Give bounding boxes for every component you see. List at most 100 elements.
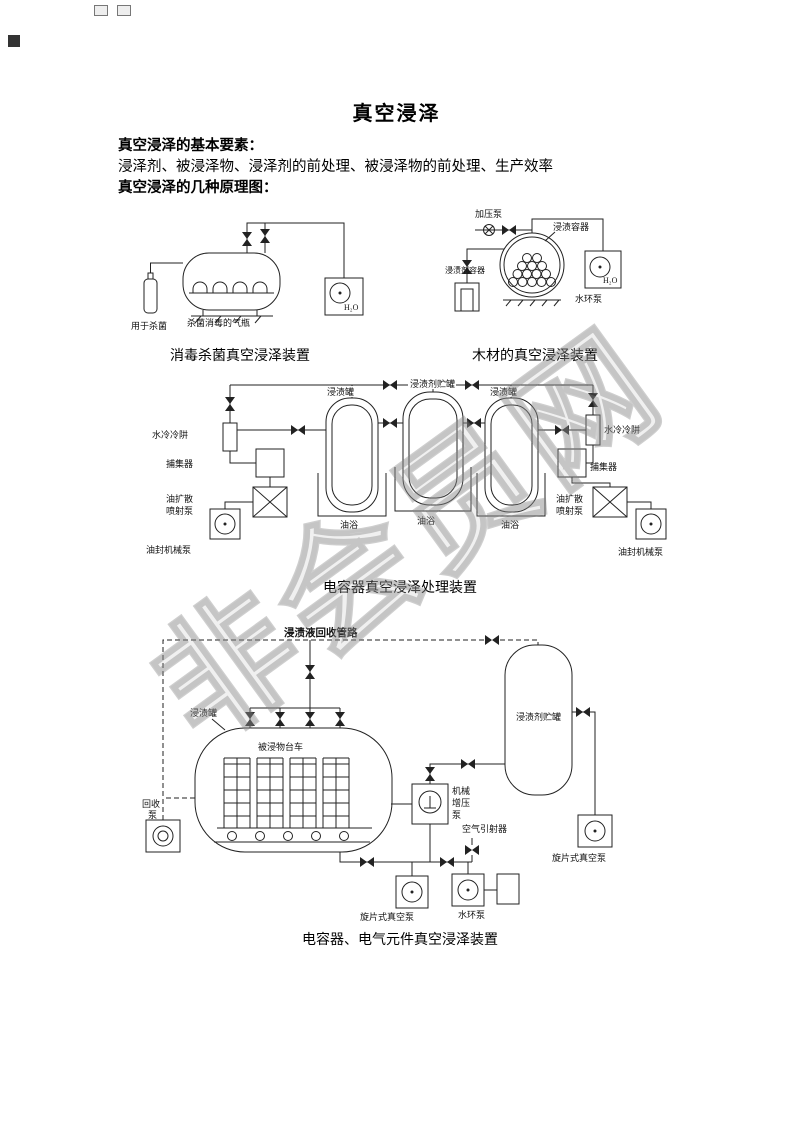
label-impregnation-vessel: 浸渍容器 [553, 221, 589, 232]
valve-icon [462, 260, 472, 274]
label-rotary-pump-right: 旋片式真空泵 [552, 852, 606, 863]
valve-icon [305, 712, 315, 726]
label-water: H₂O [603, 276, 618, 285]
horizontal-vessel [183, 253, 280, 323]
gas-bottle [144, 263, 183, 313]
rotary-pump-icon [396, 876, 428, 908]
trolley-racks [224, 758, 349, 828]
valve-icon [225, 397, 235, 411]
valve-icon [242, 232, 252, 246]
label-collector-right: 捕集器 [590, 461, 617, 472]
label-trolley: 被浸物台车 [258, 741, 303, 752]
valve-icon [440, 857, 454, 867]
label-diffusion-left-1: 油扩散 [166, 493, 193, 504]
text-basic-elements: 浸泽剂、被浸泽物、浸泽剂的前处理、被浸泽物的前处理、生产效率 [118, 159, 553, 175]
label-mech-pump-left: 油封机械泵 [146, 544, 191, 555]
label-recovery-pump-1: 回收 [142, 798, 160, 809]
agent-storage-tank [505, 645, 572, 795]
booster-pump-unit [391, 759, 505, 862]
valve-icon [461, 759, 475, 769]
page-title: 真空浸泽 [352, 103, 441, 125]
label-recovery-line: 浸渍液回收管路 [284, 626, 358, 639]
label-rotary-pump-bottom: 旋片式真空泵 [360, 911, 414, 922]
label-agent-container: 浸渍剂容器 [445, 265, 485, 275]
mechanical-pump-icon [210, 509, 240, 539]
rotary-pump-icon [578, 815, 612, 847]
label-tank-center: 浸渍剂贮罐 [410, 378, 455, 389]
valve-icon [275, 712, 285, 726]
left-pump-train [210, 423, 287, 539]
label-recovery-pump-2: 泵 [148, 810, 157, 820]
caption-disinfection: 消毒杀菌真空浸泽装置 [170, 349, 310, 364]
label-water-ring-pump: 水环泵 [575, 293, 602, 304]
label-air-ejector: 空气引射器 [462, 823, 507, 834]
label-pressure-pump: 加压泵 [475, 209, 502, 219]
agent-container-unit [455, 249, 504, 311]
scan-artifact-1 [94, 5, 108, 16]
impregnation-vessel [500, 232, 564, 306]
label-for-sterilize: 用于杀菌 [131, 320, 167, 331]
valve-icon [335, 712, 345, 726]
cold-trap-icon [223, 423, 237, 451]
valve-icon [485, 635, 499, 645]
label-water: H₂O [344, 303, 359, 312]
right-pump-train [558, 415, 666, 539]
scan-artifact-3 [8, 35, 20, 47]
valve-icon [502, 225, 516, 235]
label-storage-tank: 浸渍剂贮罐 [516, 711, 561, 722]
label-gas-bottle: 杀菌消毒的气瓶 [187, 317, 250, 328]
agent-storage-tank-center [395, 392, 471, 511]
top-piping [242, 223, 344, 278]
label-booster-1: 机械 [452, 785, 470, 796]
scan-artifact-2 [117, 5, 131, 16]
mechanical-pump-icon [636, 509, 666, 539]
valve-icon [383, 380, 397, 390]
label-diffusion-left-2: 喷射泵 [166, 505, 193, 516]
caption-wood: 木材的真空浸泽装置 [472, 349, 598, 364]
label-diffusion-right-2: 喷射泵 [556, 505, 583, 516]
valve-icon [305, 665, 315, 679]
valve-icon [245, 712, 255, 726]
label-diffusion-right-1: 油扩散 [556, 493, 583, 504]
label-oil-bath-2: 油浴 [417, 515, 435, 526]
collector-icon [558, 449, 586, 477]
valve-icon [291, 425, 305, 435]
heading-principle-diagrams: 真空浸泽的几种原理图： [118, 180, 278, 196]
impregnation-tank-right [477, 398, 545, 516]
water-ring-pump-unit [325, 278, 363, 315]
recovery-pump-unit [146, 820, 180, 852]
diagram-capacitor-treatment: 浸渍罐 浸渍剂贮罐 浸渍罐 水冷冷阱 捕集器 油扩散 喷射泵 油封机械泵 油浴 … [146, 378, 683, 557]
label-tank: 浸渍罐 [190, 707, 217, 718]
collector-icon [256, 449, 284, 477]
recovery-loop-piping [163, 635, 538, 820]
diagram-disinfection-device: 用于杀菌 杀菌消毒的气瓶 H₂O [131, 203, 395, 331]
valve-icon [465, 380, 479, 390]
vessel-top-valves [245, 640, 345, 728]
label-tank-left: 浸渍罐 [327, 386, 354, 397]
valve-icon [360, 857, 374, 867]
label-collector-left: 捕集器 [166, 458, 193, 469]
label-water-ring-pump: 水环泵 [458, 909, 485, 920]
valve-icon [425, 767, 435, 781]
tank-to-rotary-piping [572, 707, 612, 847]
label-booster-3: 泵 [452, 810, 461, 820]
label-booster-2: 增压 [452, 797, 470, 808]
valve-icon [467, 418, 481, 428]
label-oil-bath-1: 油浴 [340, 519, 358, 530]
bottom-piping [340, 838, 519, 908]
valve-icon [555, 425, 569, 435]
label-cold-trap-left: 水冷冷阱 [152, 429, 188, 440]
water-ring-pump-unit [532, 219, 621, 288]
label-cold-trap-right: 水冷冷阱 [604, 424, 640, 435]
cold-trap-icon [586, 415, 600, 445]
diagram-capacitor-components: 浸渍液回收管路 浸渍罐 被浸物台车 浸渍剂贮罐 回收 泵 机械 增压 泵 空气引… [142, 626, 672, 922]
valve-icon [576, 707, 590, 717]
label-oil-bath-3: 油浴 [501, 519, 519, 530]
caption-capacitor-components: 电容器、电气元件真空浸泽装置 [302, 933, 498, 948]
impregnation-vessel [195, 719, 392, 852]
valve-icon [260, 229, 270, 243]
water-tank-icon [497, 874, 519, 904]
valve-icon [588, 393, 598, 407]
impregnation-tank-left [318, 398, 386, 516]
